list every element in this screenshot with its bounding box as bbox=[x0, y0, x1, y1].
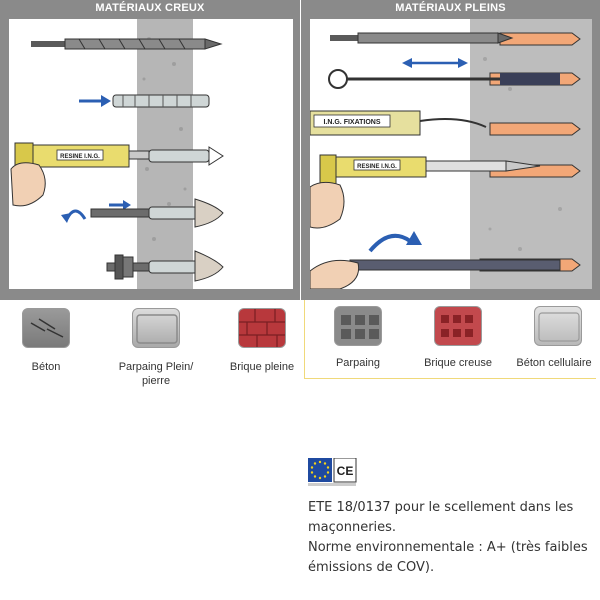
hollow-block-icon bbox=[334, 306, 382, 346]
push-arrow bbox=[79, 95, 111, 107]
right-gun-label: RESINE I.N.G. bbox=[357, 164, 397, 170]
drill-bit-solid bbox=[330, 32, 514, 44]
material-label-solid-block: Parpaing Plein/ pierre bbox=[118, 361, 194, 387]
material-label-solid-brick: Brique pleine bbox=[229, 361, 295, 373]
solid-materials-panel: MATÉRIAUX PLEINS bbox=[301, 0, 600, 300]
eu-flag-icon bbox=[308, 458, 356, 486]
fixed-anchor bbox=[106, 250, 224, 282]
concrete-icon bbox=[22, 308, 70, 348]
solid-installation-illustration: I.N.G. FIXATIONS RESINE I.N.G. bbox=[310, 19, 592, 289]
cert-line-1: ETE 18/0137 pour le scellement dans les bbox=[308, 500, 574, 515]
hollow-installation-illustration: RESINE I.N.G. bbox=[9, 19, 293, 289]
ce-mark-icon: CE bbox=[333, 458, 357, 483]
cellular-concrete-icon bbox=[534, 306, 582, 346]
certification-text: ETE 18/0137 pour le scellement dans les … bbox=[308, 498, 598, 578]
blow-pump bbox=[310, 110, 487, 136]
solid-materials-title: MATÉRIAUX PLEINS bbox=[395, 2, 506, 14]
hollow-materials-title: MATÉRIAUX CREUX bbox=[95, 2, 205, 14]
material-label-concrete: Béton bbox=[31, 361, 61, 373]
threaded-rod-solid bbox=[310, 259, 561, 289]
solid-brick-icon bbox=[238, 308, 286, 348]
resin-gun bbox=[10, 142, 224, 207]
left-gun-label: RESINE I.N.G. bbox=[60, 154, 100, 160]
divider-horizontal bbox=[304, 378, 596, 379]
svg-text:CE: CE bbox=[337, 464, 354, 478]
material-label-hollow-block: Parpaing bbox=[335, 357, 381, 369]
cert-line-2: maçonneries. bbox=[308, 520, 397, 535]
mesh-sleeve bbox=[112, 94, 210, 108]
rotate-arrow bbox=[61, 209, 87, 223]
material-label-hollow-brick: Brique creuse bbox=[424, 357, 492, 369]
material-label-cellular-concrete: Béton cellulaire bbox=[516, 357, 592, 369]
solid-block-icon bbox=[132, 308, 180, 348]
hollow-materials-panel: MATÉRIAUX CREUX bbox=[0, 0, 300, 300]
threaded-rod bbox=[90, 198, 224, 228]
hollow-brick-icon bbox=[434, 306, 482, 346]
cert-line-4: émissions de COV). bbox=[308, 560, 435, 575]
solid-wall bbox=[470, 19, 592, 289]
cert-line-3: Norme environnementale : A+ (très faible… bbox=[308, 540, 588, 555]
divider-vertical bbox=[304, 300, 305, 378]
certification-logos: CE bbox=[308, 458, 357, 486]
screw-in-arrow bbox=[368, 231, 422, 253]
insert-arrow bbox=[109, 200, 131, 210]
cleaning-brush bbox=[328, 58, 560, 89]
right-box-label: I.N.G. FIXATIONS bbox=[323, 119, 380, 126]
drill-bit bbox=[31, 38, 223, 50]
resin-gun-solid bbox=[310, 154, 541, 229]
